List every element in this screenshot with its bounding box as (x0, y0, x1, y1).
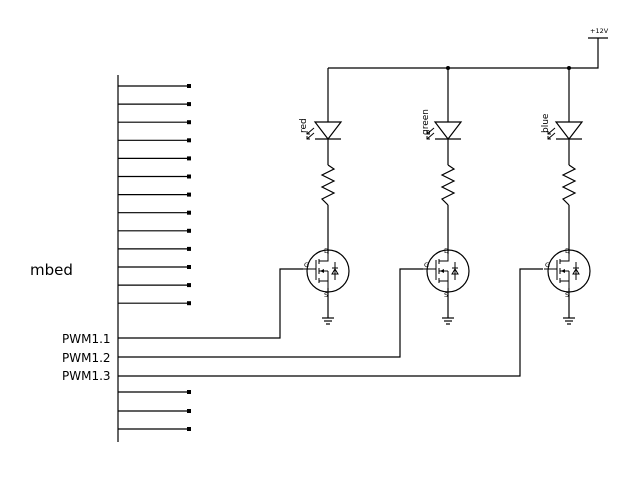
led-arrow-b-red (306, 132, 315, 140)
pin-terminal-15 (187, 409, 191, 413)
mosfet-drain-conn-green (439, 254, 449, 262)
mosfet-diode-blue (572, 268, 580, 275)
led-green (433, 121, 463, 140)
pin-terminal-12 (187, 283, 191, 288)
led-arrow-a-green (426, 127, 435, 135)
supply-label: +12V (590, 27, 609, 35)
pin-terminal-6 (187, 174, 191, 179)
pwm-label-2: PWM1.2 (62, 351, 111, 365)
led-arrowhead-b-red (306, 136, 310, 140)
mosfet-diode-red (331, 268, 339, 275)
pwm-label-1: PWM1.1 (62, 332, 111, 346)
mosfet-source-pin-blue: S (565, 291, 569, 299)
mosfet-source-pin-green: S (444, 291, 448, 299)
resistor-green (440, 164, 456, 206)
resistor-red (320, 164, 336, 206)
pin-terminal-14 (187, 390, 191, 394)
led-red (313, 121, 343, 140)
led-label-blue: blue (541, 113, 551, 133)
pwm-wire-1 (118, 268, 303, 339)
led-arrowhead-a-blue (547, 131, 551, 135)
led-arrow-a-blue (547, 127, 556, 135)
mosfet-drain-pin-red: D (324, 247, 329, 255)
mbed-label: mbed (30, 261, 73, 279)
pwm-wire-2 (118, 268, 423, 358)
pwm-wire-3 (118, 268, 543, 377)
led-label-green: green (421, 109, 431, 135)
mosfet-arrow-red (320, 269, 324, 273)
led-arrowhead-b-green (426, 136, 430, 140)
mosfet-drain-pin-blue: D (565, 247, 570, 255)
pin-terminal-7 (187, 192, 191, 197)
pin-terminal-1 (187, 84, 191, 88)
led-arrowhead-b-blue (547, 136, 551, 140)
led-arrowhead-a-green (426, 131, 430, 135)
mosfet-source-conn-red (319, 280, 329, 288)
pin-terminal-8 (187, 210, 191, 215)
channel-green: G D S (423, 68, 470, 325)
mbed-pins (118, 84, 191, 431)
resistor-blue (561, 164, 577, 206)
mosfet-drain-conn-red (319, 254, 329, 262)
led-arrow-a-red (306, 127, 315, 135)
channel-red: G D S (303, 68, 350, 325)
pin-terminal-13 (187, 301, 191, 306)
led-arrow-b-blue (547, 132, 556, 140)
pin-terminal-5 (187, 156, 191, 161)
mosfet-source-pin-red: S (324, 291, 328, 299)
pin-terminal-9 (187, 228, 191, 233)
led-arrowhead-a-red (306, 131, 310, 135)
pin-terminal-11 (187, 265, 191, 269)
led-blue (554, 121, 584, 140)
pin-terminal-4 (187, 138, 191, 143)
led-label-red: red (299, 118, 309, 133)
pin-terminal-16 (187, 427, 191, 431)
mosfet-arrow-green (440, 269, 444, 273)
mosfet-diode-green (451, 268, 459, 275)
pwm-label-3: PWM1.3 (62, 369, 111, 383)
mosfet-drain-conn-blue (560, 254, 570, 262)
supply-rail (328, 38, 599, 69)
mosfet-drain-pin-green: D (444, 247, 449, 255)
channel-blue: G D S (544, 68, 591, 325)
mosfet-arrow-blue (561, 269, 565, 273)
pin-terminal-2 (187, 102, 191, 107)
mosfet-gate-pin-blue: G (545, 261, 550, 269)
led-arrow-b-green (426, 132, 435, 140)
mosfet-source-conn-blue (560, 280, 570, 288)
pin-terminal-10 (187, 246, 191, 251)
mosfet-source-conn-green (439, 280, 449, 288)
pin-terminal-3 (187, 120, 191, 125)
mosfet-gate-pin-red: G (304, 261, 309, 269)
mosfet-gate-pin-green: G (424, 261, 429, 269)
